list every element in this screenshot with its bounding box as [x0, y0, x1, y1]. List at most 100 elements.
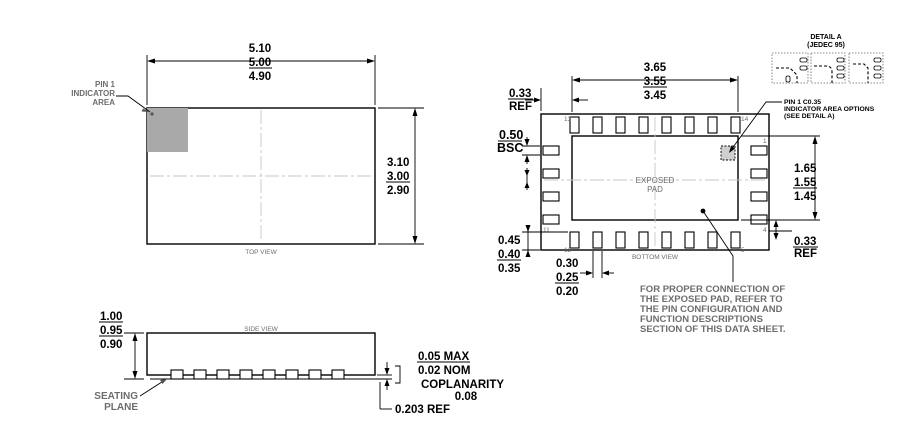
side-lead	[308, 369, 322, 380]
width-arrow-right	[367, 58, 375, 64]
top-view: 5.10 5.00 4.90 3.10 3.00 2.90 PIN 1 INDI…	[71, 43, 424, 256]
pad-bottom	[661, 231, 672, 249]
ref-right-arrow-top	[773, 220, 779, 227]
pad-dim-max: 3.65	[644, 62, 667, 74]
standoff-bracket	[395, 365, 401, 384]
connection-note-leader	[702, 210, 734, 282]
pitch-arrow-top	[524, 139, 530, 146]
pad-top	[569, 116, 580, 134]
pin1-options-line3: (SEE DETAIL A)	[784, 113, 834, 120]
lead-length-arrow-top	[525, 225, 531, 232]
top-view-label: TOP VIEW	[245, 249, 277, 256]
bottom-view: 13 14 11 12 4 5 1 EXPOSED PAD BOTTOM VIE…	[497, 34, 884, 335]
pitch-arrow-bottom	[524, 155, 530, 162]
seating-plane-leader	[139, 379, 166, 397]
pin1-label-line1: PIN 1	[95, 80, 116, 89]
lead-width-arrow-right	[602, 270, 609, 276]
coplanarity-label: COPLANARITY	[421, 379, 504, 391]
pin-number-14: 14	[741, 116, 749, 123]
ref-left-unit: REF	[509, 101, 532, 113]
standoff-arrow-bottom	[384, 379, 390, 386]
pitch-value: 0.50	[499, 128, 523, 142]
side-lead	[285, 369, 299, 380]
lead-width-max: 0.30	[556, 258, 578, 270]
side-lead	[170, 369, 184, 380]
pin-number-4: 4	[763, 227, 767, 234]
lead-width-nom: 0.25	[556, 272, 579, 284]
exposed-pad-label-line1: EXPOSED	[636, 176, 675, 185]
pin1-label-line2: INDICATOR	[71, 89, 115, 98]
connection-note-line1: FOR PROPER CONNECTION OF	[640, 284, 785, 295]
ref-right-value: 0.33	[794, 236, 816, 248]
side-lead	[239, 369, 253, 380]
pin1-dot	[150, 112, 154, 116]
seating-plane-arrow	[160, 379, 167, 384]
standoff-max: 0.05 MAX	[418, 351, 469, 363]
pad-bottom	[638, 231, 649, 249]
ep-height-max: 1.65	[794, 163, 817, 175]
pin1-leader-arrow	[141, 108, 150, 112]
seating-plane-label-line2: PLANE	[104, 402, 138, 413]
pin-number-11: 11	[543, 227, 550, 234]
pad-bottom	[569, 231, 580, 249]
coplanarity-value: 0.08	[455, 391, 478, 403]
ref-right-arrow-bottom	[773, 233, 779, 240]
connection-note-line2: THE EXPOSED PAD, REFER TO	[640, 294, 783, 305]
pitch-unit: BSC	[497, 141, 523, 155]
side-lead	[331, 369, 345, 380]
pad-top	[615, 116, 626, 134]
pin1-label-line3: AREA	[92, 98, 115, 107]
pad-right	[750, 168, 768, 179]
pin1-options-leader	[730, 101, 782, 151]
detail-a-option-1	[771, 52, 809, 84]
width-max: 5.10	[249, 43, 271, 55]
pin1-options-arrow	[729, 146, 735, 153]
lead-width-min: 0.20	[556, 286, 578, 298]
ref-left-value: 0.33	[509, 88, 531, 100]
pad-top	[638, 116, 649, 134]
pad-top	[661, 116, 672, 134]
pad-bottom	[615, 231, 626, 249]
pad-bottom	[707, 231, 718, 249]
pad-dim-min: 3.45	[644, 90, 667, 102]
pad-right	[750, 191, 768, 202]
pad-right	[750, 145, 768, 156]
height-min: 2.90	[387, 185, 409, 197]
lead-thickness: 0.203 REF	[395, 404, 450, 416]
pad-left	[542, 168, 560, 179]
pin-number-12: 12	[564, 247, 572, 254]
pad-top	[684, 116, 695, 134]
ep-height-nom: 1.55	[794, 177, 817, 189]
side-lead	[216, 369, 230, 380]
side-view-label: SIDE VIEW	[244, 326, 278, 333]
detail-a-title: DETAIL A	[810, 34, 841, 41]
pad-bottom	[684, 231, 695, 249]
height-nom: 3.00	[387, 171, 409, 183]
pad-dim-nom: 3.55	[644, 76, 667, 88]
connection-note-line5: SECTION OF THIS DATA SHEET.	[640, 324, 786, 335]
ep-height-arrow-bottom	[812, 212, 818, 220]
detail-a-subtitle: (JEDEC 95)	[807, 42, 845, 49]
standoff-arrow-top	[384, 368, 390, 375]
lead-length-min: 0.35	[498, 263, 521, 275]
ref-right-unit: REF	[794, 248, 817, 260]
pin-number-1: 1	[763, 138, 767, 145]
width-arrow-left	[147, 58, 155, 64]
pin-number-5: 5	[741, 247, 745, 254]
pad-dim-arrow-right	[730, 77, 738, 83]
height-arrow-bottom	[412, 236, 418, 244]
bottom-view-label: BOTTOM VIEW	[632, 254, 679, 261]
pad-right	[750, 214, 768, 225]
lead-length-arrow-bottom	[525, 250, 531, 257]
exposed-pad-label-line2: PAD	[647, 185, 663, 194]
pin1-indicator-area	[147, 108, 188, 152]
side-height-arrow-top	[132, 333, 138, 341]
detail-a-option-3	[848, 52, 884, 84]
height-arrow-top	[412, 108, 418, 116]
pad-bottom	[592, 231, 603, 249]
width-nom: 5.00	[249, 57, 271, 69]
pad-top	[730, 116, 741, 134]
side-height-nom: 0.95	[100, 325, 123, 337]
connection-note-line4: FUNCTION DESCRIPTIONS	[640, 314, 763, 325]
